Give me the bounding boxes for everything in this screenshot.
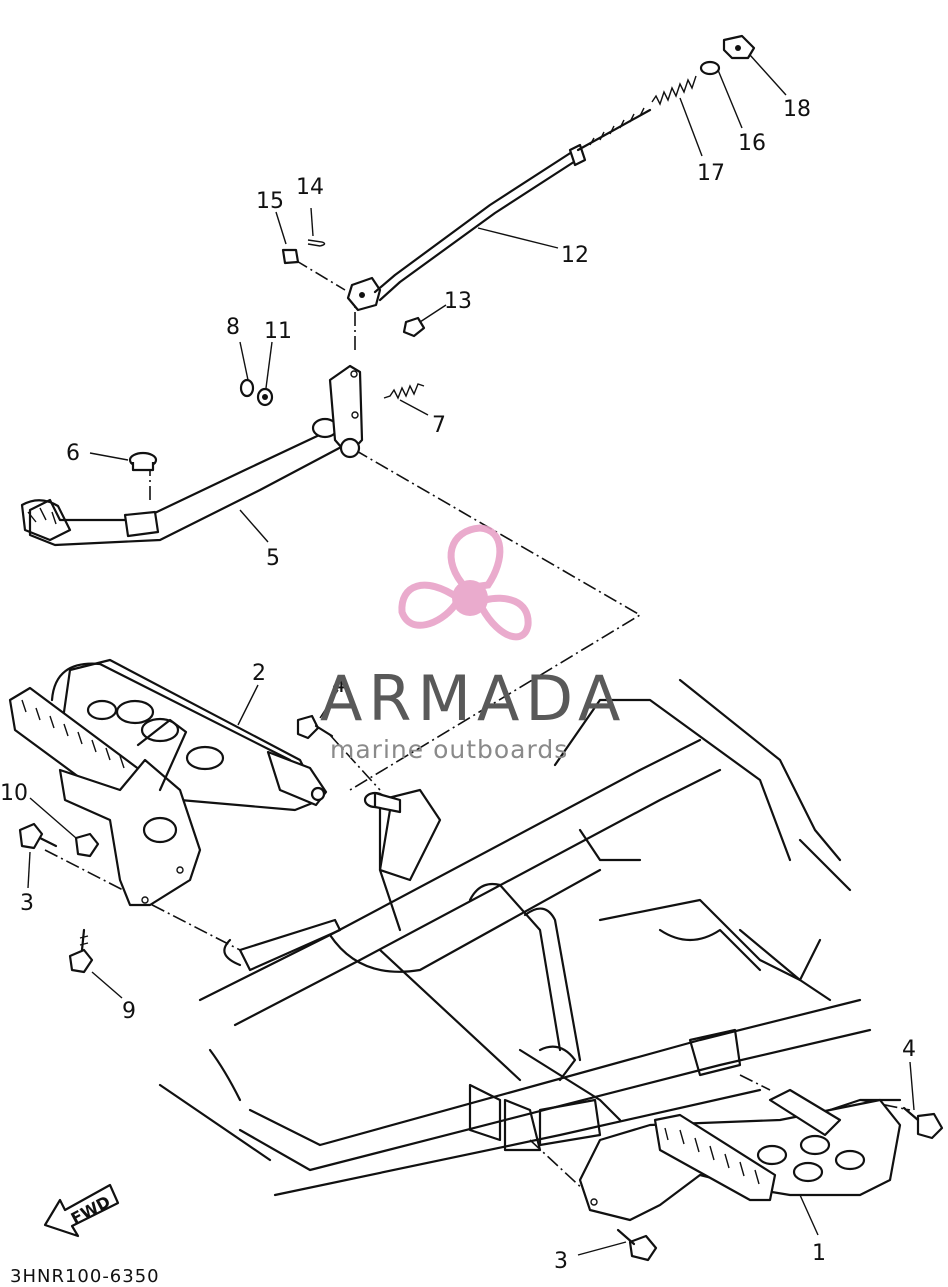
brake-pedal [20,364,364,547]
armada-logo-icon [398,524,532,641]
bolt-3-right [616,1228,658,1262]
forward-arrow: FWD [43,1183,120,1238]
callout-7: 7 [432,413,446,438]
bolt-4-right [902,1106,944,1140]
callout-16: 16 [738,131,766,156]
bolt-left [18,822,58,850]
callout-3-left: 3 [20,891,34,916]
callout-17: 17 [697,161,725,186]
watermark-tagline: marine outboards [330,735,568,764]
callout-8: 8 [226,315,240,340]
callout-11: 11 [264,319,292,344]
callout-9: 9 [122,999,136,1024]
callout-13: 13 [444,289,472,314]
cotter-pin [307,239,326,247]
callout-labels: 18 16 17 12 13 14 15 8 11 7 6 5 2 4 10 3… [0,97,916,1274]
adjuster-pin [699,60,721,76]
return-spring [383,383,425,400]
drawing-code: 3HNR100-6350 [10,1266,160,1287]
callout-1: 1 [812,1241,826,1266]
callout-12: 12 [561,243,589,268]
callout-10: 10 [0,781,28,806]
leader-lines [27,54,915,1256]
callout-5: 5 [266,546,280,571]
callout-2: 2 [252,661,266,686]
callout-3-right: 3 [554,1249,568,1274]
adjuster-spring [651,75,697,106]
watermark-brand: ARMADA [320,662,626,735]
brake-rod [346,107,652,312]
bolt-bottom-left [68,928,94,974]
callout-18: 18 [783,97,811,122]
rod-nut [402,316,426,338]
adjusting-nut [722,34,756,60]
callout-15: 15 [256,189,284,214]
callout-4-left: 4 [332,673,346,698]
footrest-left [8,658,328,907]
clip-and-washer [239,378,274,407]
nut-left [74,832,100,858]
rod-pin [281,248,300,265]
callout-4-right: 4 [902,1037,916,1062]
callout-6: 6 [66,441,80,466]
footrest-right [578,1088,902,1222]
vehicle-frame [158,678,902,1197]
collar [363,791,402,814]
bolt-4-left [296,714,334,740]
pedal-stopper [128,451,158,472]
callout-14: 14 [296,175,324,200]
